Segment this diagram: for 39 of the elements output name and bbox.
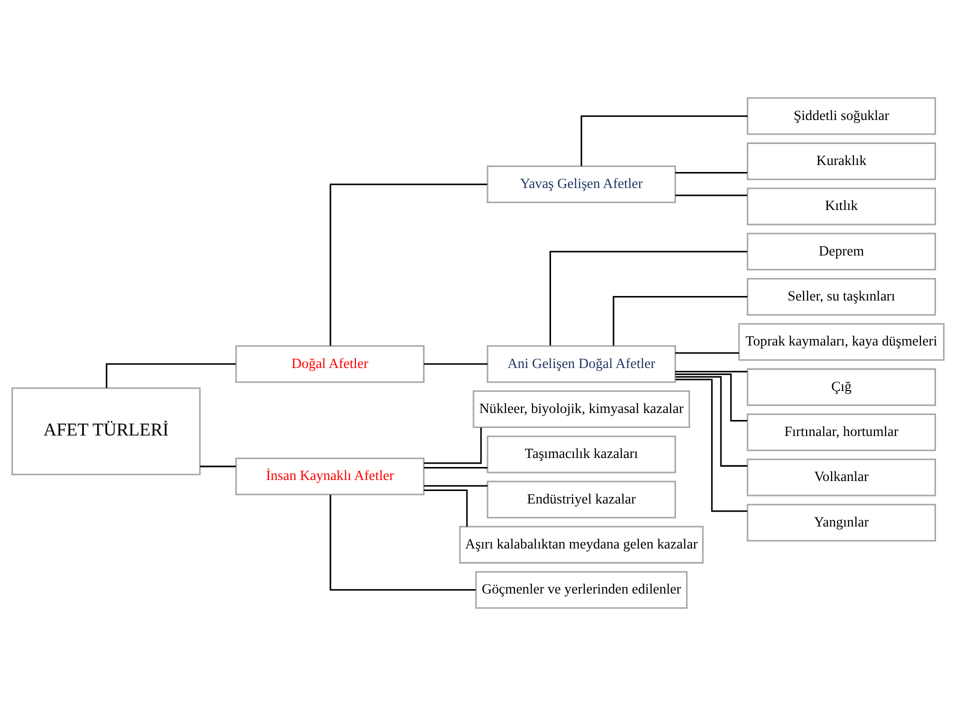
connector: [424, 363, 488, 365]
node-box: Aşırı kalabalıktan meydana gelen kazalar: [459, 526, 704, 564]
connector: [580, 115, 748, 166]
connector: [200, 466, 236, 468]
node-box: Taşımacılık kazaları: [486, 436, 676, 474]
connector: [330, 494, 476, 591]
node-box: AFET TÜRLERİ: [11, 387, 201, 476]
connector: [676, 378, 748, 512]
node-box: Yangınlar: [746, 504, 936, 542]
connector: [675, 374, 748, 422]
connector: [675, 370, 748, 372]
connector: [330, 184, 488, 346]
connector: [676, 376, 748, 467]
node-box: Toprak kaymaları, kaya düşmeleri: [738, 323, 945, 361]
connector: [106, 363, 236, 388]
node-box: Seller, su taşkınları: [746, 278, 936, 316]
connector: [612, 296, 748, 346]
node-box: Kuraklık: [746, 142, 936, 180]
node-box: Çığ: [746, 368, 936, 406]
connector: [424, 467, 488, 469]
node-box: Doğal Afetler: [235, 345, 425, 383]
node-box: Fırtınalar, hortumlar: [746, 413, 936, 452]
connector: [424, 427, 482, 464]
connector: [550, 250, 748, 346]
node-box: Deprem: [746, 232, 936, 270]
node-box: Yavaş Gelişen Afetler: [486, 166, 676, 204]
node-box: İnsan Kaynaklı Afetler: [235, 458, 425, 496]
node-box: Ani Gelişen Doğal Afetler: [486, 345, 676, 383]
node-box: Kıtlık: [746, 188, 936, 226]
node-box: Göçmenler ve yerlerinden edilenler: [475, 571, 688, 609]
connector: [675, 172, 748, 174]
connector: [675, 352, 739, 354]
node-box: Şiddetli soğuklar: [746, 97, 936, 135]
node-box: Nükleer, biyolojik, kimyasal kazalar: [472, 390, 690, 428]
connector: [424, 485, 488, 487]
node-box: Volkanlar: [746, 458, 936, 496]
connector: [424, 489, 468, 527]
node-box: Endüstriyel kazalar: [486, 480, 676, 518]
connector: [675, 194, 748, 196]
